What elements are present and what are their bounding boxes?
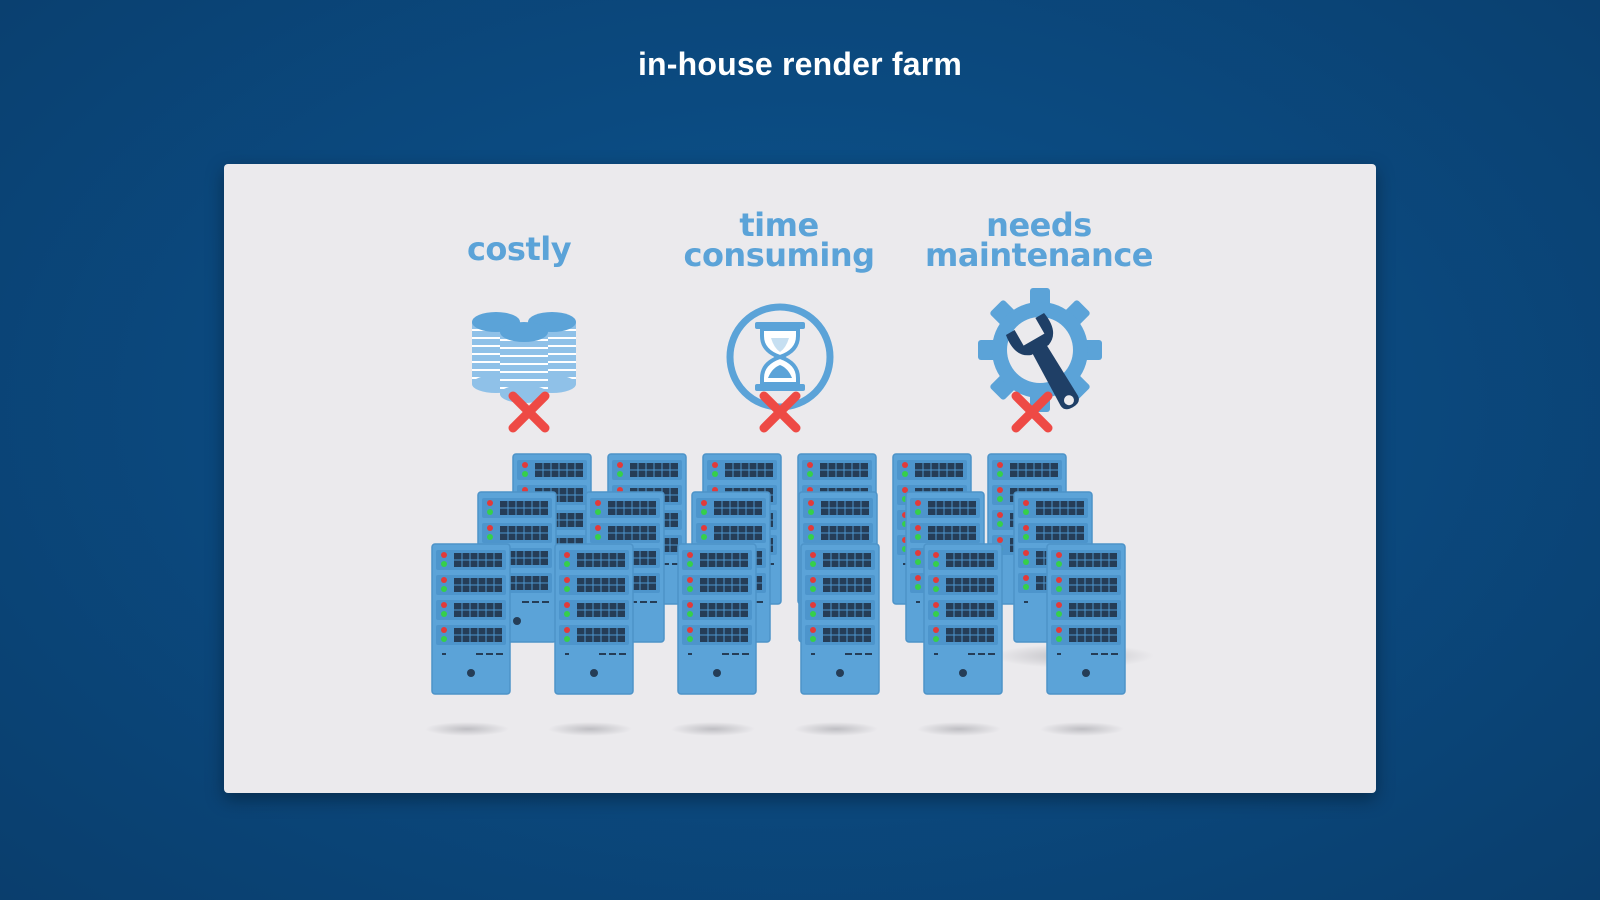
server-tower-icon (677, 543, 757, 695)
page-title: in-house render farm (637, 46, 963, 82)
server-tower-icon (800, 543, 880, 695)
caption-time-consuming: time consuming (649, 206, 909, 274)
server-tower-icon (1046, 543, 1126, 695)
caption-needs-line-2: maintenance (924, 236, 1154, 274)
hourglass-icon (726, 303, 834, 411)
caption-needs-maintenance: needs maintenance (889, 206, 1189, 274)
gear-wrench-icon (978, 288, 1102, 412)
coins-stack-icon (471, 311, 577, 404)
server-tower-icon (923, 543, 1003, 695)
caption-needs-line-1: needs (986, 206, 1092, 244)
server-tower-icon (554, 543, 634, 695)
caption-time-line-1: time (739, 206, 819, 244)
red-x-icon (764, 396, 796, 428)
render-farm-illustration (425, 288, 1154, 736)
caption-costly: costly (434, 230, 604, 268)
caption-time-line-2: consuming (683, 236, 875, 274)
server-tower-icon (431, 543, 511, 695)
floor-shadows (425, 644, 1154, 736)
slide-card: costly time consuming needs maintenance (224, 164, 1376, 793)
caption-costly-line-1: costly (466, 230, 572, 268)
